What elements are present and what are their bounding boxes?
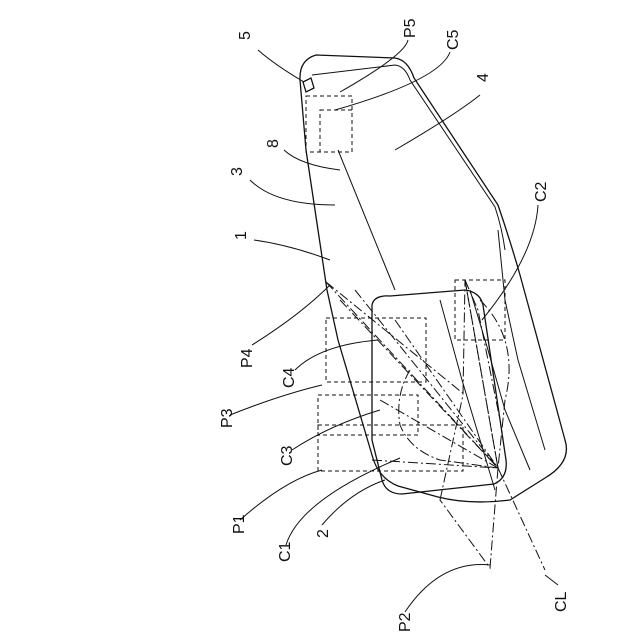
leader-p2 bbox=[405, 565, 490, 612]
label-cl: CL bbox=[553, 591, 570, 612]
leader-c4 bbox=[295, 340, 378, 370]
view-line-1 bbox=[326, 282, 498, 468]
leader-p3 bbox=[230, 385, 322, 415]
label-4: 4 bbox=[475, 73, 492, 82]
view-line-6 bbox=[380, 400, 498, 468]
leader-5 bbox=[258, 50, 304, 82]
view-line-5 bbox=[395, 320, 498, 468]
region-c5-outer bbox=[306, 96, 352, 152]
label-5: 5 bbox=[237, 31, 254, 40]
view-line-2 bbox=[326, 282, 465, 395]
leader-c2 bbox=[482, 205, 538, 320]
leader-2 bbox=[322, 480, 385, 525]
label-c4: C4 bbox=[281, 367, 298, 388]
region-c5 bbox=[320, 110, 352, 152]
region-c2 bbox=[455, 280, 505, 340]
view-line-7 bbox=[372, 460, 498, 468]
label-c2: C2 bbox=[533, 181, 550, 202]
label-c3: C3 bbox=[279, 445, 296, 466]
label-p3: P3 bbox=[219, 408, 236, 428]
plane-p2 bbox=[440, 280, 498, 568]
leader-c3 bbox=[292, 410, 380, 450]
leader-8 bbox=[284, 150, 340, 170]
label-p1: P1 bbox=[231, 514, 248, 534]
view-line-4 bbox=[355, 290, 498, 468]
part-8-line bbox=[338, 150, 395, 290]
label-p4: P4 bbox=[239, 348, 256, 368]
label-p5: P5 bbox=[402, 18, 419, 38]
region-c3 bbox=[318, 395, 418, 435]
leader-p1 bbox=[240, 470, 322, 520]
label-c1: C1 bbox=[277, 541, 294, 562]
view-line-9 bbox=[498, 468, 545, 570]
leader-4 bbox=[395, 95, 480, 150]
region-c1 bbox=[318, 425, 463, 471]
label-1: 1 bbox=[233, 231, 250, 240]
view-line-10 bbox=[465, 280, 500, 420]
leader-3 bbox=[250, 180, 335, 205]
label-8: 8 bbox=[265, 139, 282, 148]
leader-cl bbox=[545, 575, 558, 585]
label-p2: P2 bbox=[397, 612, 414, 632]
label-2: 2 bbox=[315, 529, 332, 538]
label-3: 3 bbox=[229, 167, 246, 176]
label-c5: C5 bbox=[445, 29, 462, 50]
leader-1 bbox=[254, 240, 330, 260]
leader-p4 bbox=[252, 285, 330, 345]
part-5 bbox=[303, 78, 314, 92]
front-panel bbox=[372, 290, 506, 494]
